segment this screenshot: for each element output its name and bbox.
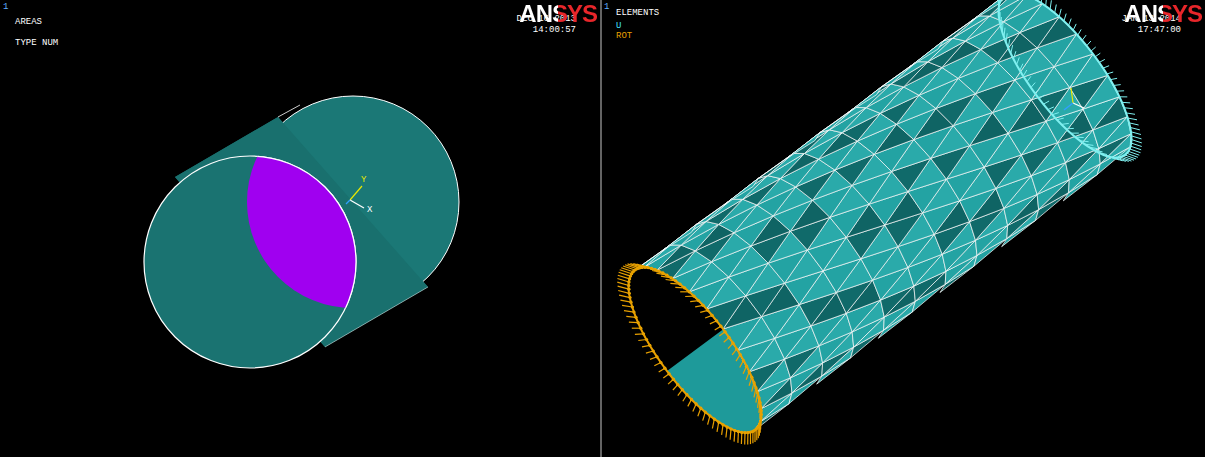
panel-divider bbox=[601, 0, 602, 457]
constraint-symbol bbox=[618, 275, 630, 279]
ansys-logo: ANSYS bbox=[1124, 1, 1202, 27]
mesh-element bbox=[909, 41, 943, 67]
constraint-symbol bbox=[618, 286, 629, 289]
constraint-symbol bbox=[744, 433, 745, 445]
constraint-symbol bbox=[741, 432, 743, 444]
mesh-body bbox=[667, 54, 1131, 433]
mesh-element bbox=[706, 199, 743, 224]
constraint-symbol bbox=[1059, 9, 1061, 17]
constraint-ring bbox=[607, 249, 783, 451]
cylinder-areas bbox=[144, 96, 459, 368]
constraint-symbol bbox=[1014, 51, 1016, 59]
constraint-symbol bbox=[752, 431, 753, 443]
mesh-element bbox=[663, 224, 697, 250]
mesh-element bbox=[891, 62, 928, 87]
constraint-symbol bbox=[1027, 76, 1031, 82]
ansys-logo: ANSYS bbox=[519, 1, 597, 27]
mesh-element bbox=[953, 16, 990, 38]
legend-item: ROT bbox=[616, 31, 632, 42]
constraint-symbol bbox=[1011, 45, 1013, 53]
mesh-element bbox=[663, 224, 697, 250]
constraint-symbol bbox=[617, 279, 629, 283]
mesh-element bbox=[786, 133, 820, 159]
axis-label: X bbox=[367, 205, 372, 216]
constraint-symbol bbox=[1017, 57, 1020, 64]
constraint-symbol bbox=[1064, 14, 1066, 22]
mesh-element bbox=[953, 16, 990, 41]
constraint-symbol bbox=[754, 430, 755, 442]
axis-label: Y bbox=[361, 175, 366, 186]
constraint-symbol bbox=[1123, 156, 1134, 160]
mesh-element bbox=[891, 62, 928, 84]
mesh-element bbox=[706, 199, 743, 221]
mesh-element bbox=[909, 41, 943, 67]
mesh-element bbox=[644, 245, 681, 267]
constraint-symbol bbox=[1131, 136, 1141, 139]
constraint-symbol bbox=[1130, 146, 1141, 150]
constraint-symbol bbox=[1050, 0, 1051, 9]
constraint-symbol bbox=[1131, 140, 1142, 143]
window-number: 1 bbox=[604, 2, 609, 13]
constraint-symbol bbox=[733, 431, 735, 442]
constraint-symbol bbox=[1055, 5, 1057, 13]
constraint-symbol bbox=[750, 432, 751, 444]
plot-type: ELEMENTS bbox=[616, 8, 659, 19]
mesh-element bbox=[724, 178, 758, 204]
cylinder-mesh bbox=[635, 0, 1131, 433]
legend-item: U bbox=[616, 21, 621, 32]
mesh-element bbox=[848, 87, 882, 113]
plot-option: TYPE NUM bbox=[15, 38, 58, 49]
constraint-symbol bbox=[1131, 143, 1142, 147]
constraint-symbol bbox=[617, 282, 629, 285]
window-number: 1 bbox=[3, 2, 8, 13]
mesh-element bbox=[768, 153, 805, 178]
constraint-symbol bbox=[618, 291, 629, 294]
constraint-symbol bbox=[1031, 83, 1035, 88]
mesh-element bbox=[644, 245, 681, 270]
constraint-symbol bbox=[1023, 70, 1027, 76]
mesh-element bbox=[829, 108, 866, 130]
plot-type: AREAS bbox=[15, 17, 42, 28]
mesh-element bbox=[724, 178, 758, 204]
axis-triad bbox=[1064, 88, 1084, 110]
axis-triad bbox=[346, 186, 364, 208]
constraint-symbol bbox=[747, 433, 748, 445]
boundary-conditions bbox=[607, 0, 1153, 451]
mesh-element bbox=[768, 153, 805, 175]
mesh-element bbox=[848, 87, 882, 113]
mesh-element bbox=[786, 133, 820, 159]
mesh-element bbox=[829, 108, 866, 133]
constraint-symbol bbox=[729, 429, 731, 440]
constraint-symbol bbox=[1020, 64, 1023, 71]
constraint-symbol bbox=[737, 432, 739, 443]
